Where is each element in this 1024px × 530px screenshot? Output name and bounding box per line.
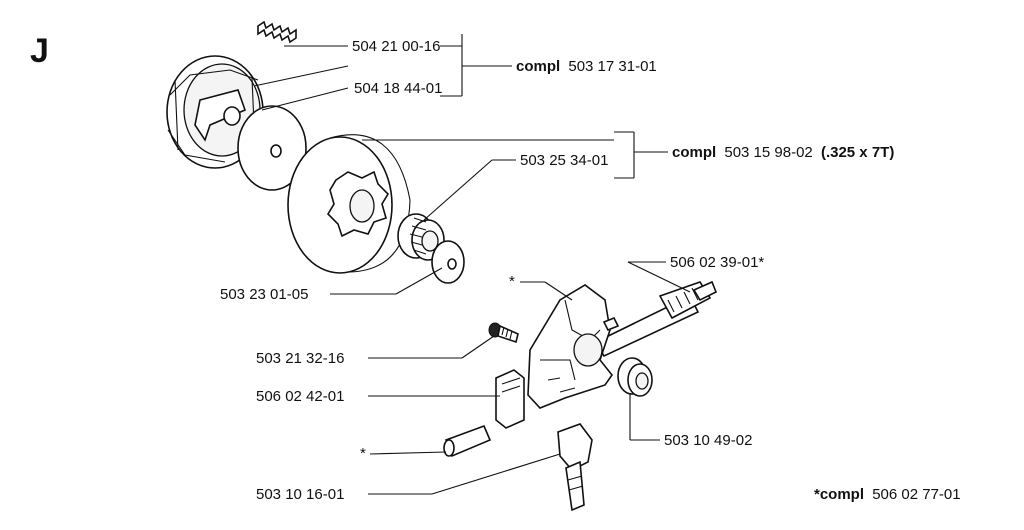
seal-block-part bbox=[495, 369, 525, 429]
label-drum-compl-prefix: compl bbox=[672, 144, 716, 161]
label-needle-bearing: 503 25 34-01 bbox=[520, 152, 608, 169]
footnote: *compl 506 02 77-01 bbox=[814, 486, 961, 503]
label-clutch-compl: compl 503 17 31-01 bbox=[516, 58, 657, 75]
footnote-number: 506 02 77-01 bbox=[872, 486, 960, 503]
label-drum-compl-number: 503 15 98-02 bbox=[724, 144, 812, 161]
label-drum-compl-size: (.325 x 7T) bbox=[821, 144, 894, 161]
label-drive-shaft: 506 02 39-01* bbox=[670, 254, 764, 271]
drive-shaft-part bbox=[594, 280, 718, 358]
asterisk-pump: * bbox=[509, 273, 515, 290]
clutch-drum-part bbox=[287, 134, 411, 274]
pin-plug-part bbox=[443, 424, 492, 458]
footnote-prefix: *compl bbox=[814, 486, 864, 503]
screw-part bbox=[488, 322, 519, 344]
asterisk-plug: * bbox=[360, 445, 366, 462]
label-clutch-compl-prefix: compl bbox=[516, 58, 560, 75]
section-letter: J bbox=[30, 32, 49, 70]
pickup-pin-part bbox=[557, 423, 593, 512]
label-seal-block: 506 02 42-01 bbox=[256, 388, 344, 405]
washer-part bbox=[431, 240, 465, 284]
label-washer-plate: 504 18 44-01 bbox=[354, 80, 442, 97]
oil-pump-body-part bbox=[527, 284, 620, 409]
spring-part bbox=[257, 20, 297, 44]
label-pin: 503 10 16-01 bbox=[256, 486, 344, 503]
label-worm-gear: 503 10 49-02 bbox=[664, 432, 752, 449]
label-drum-compl: compl 503 15 98-02 (.325 x 7T) bbox=[672, 144, 894, 161]
washer-plate-part bbox=[237, 105, 307, 191]
worm-gear-part bbox=[617, 357, 653, 397]
leader-lines bbox=[253, 34, 691, 495]
label-spring: 504 21 00-16 bbox=[352, 38, 440, 55]
label-clutch-compl-number: 503 17 31-01 bbox=[568, 58, 656, 75]
label-screw: 503 21 32-16 bbox=[256, 350, 344, 367]
label-washer: 503 23 01-05 bbox=[220, 286, 308, 303]
